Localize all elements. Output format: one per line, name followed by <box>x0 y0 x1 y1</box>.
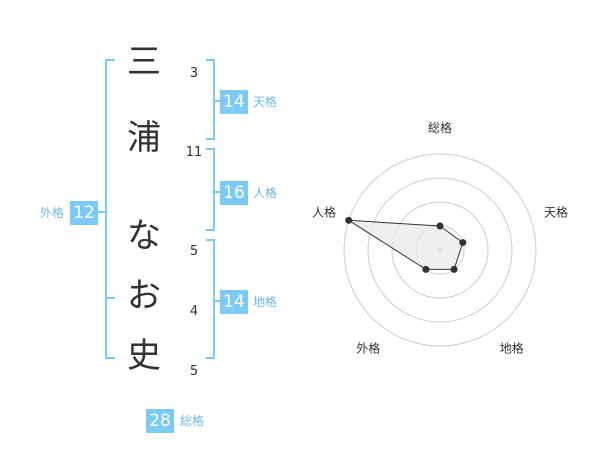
stroke-count-5: 5 <box>189 364 199 379</box>
soukaku-value-badge: 28 <box>146 409 174 433</box>
name-char-3: な <box>127 216 161 256</box>
soukaku-label: 総格 <box>180 414 205 428</box>
radar-point-4 <box>422 265 430 273</box>
radar-point-1 <box>436 222 444 230</box>
jinkaku-label: 人格 <box>253 186 278 200</box>
tenkaku-value-badge: 14 <box>220 90 248 114</box>
chikaku-value-badge: 14 <box>220 290 248 314</box>
gaikaku-value-badge: 12 <box>70 201 98 225</box>
radar-ring <box>367 177 513 323</box>
radar-axis-label-2: 天格 <box>544 204 568 219</box>
radar-point-2 <box>459 239 467 247</box>
name-char-4: お <box>127 276 161 316</box>
name-char-2: 浦 <box>127 118 161 158</box>
radar-point-5 <box>345 216 353 224</box>
radar-ring <box>343 153 537 347</box>
name-char-1: 三 <box>127 42 161 82</box>
stroke-count-2: 11 <box>185 145 203 160</box>
stroke-count-3: 5 <box>189 244 199 259</box>
radar-axis-label-4: 外格 <box>356 341 380 356</box>
name-char-5: 史 <box>127 336 161 376</box>
stroke-count-1: 3 <box>189 66 199 81</box>
radar-ring <box>391 201 489 299</box>
stroke-count-4: 4 <box>189 304 199 319</box>
tenkaku-label: 天格 <box>253 95 278 109</box>
tenkaku-bracket <box>206 59 215 140</box>
radar-point-3 <box>450 265 458 273</box>
gaikaku-label: 外格 <box>40 206 65 220</box>
gaikaku-bracket <box>105 59 115 359</box>
radar-axis-label-3: 地格 <box>500 341 524 356</box>
jinkaku-value-badge: 16 <box>220 181 248 205</box>
radar-axis-label-5: 人格 <box>312 204 336 219</box>
radar-axis-label-1: 総格 <box>428 120 452 135</box>
radar-area <box>348 219 464 270</box>
chikaku-bracket <box>206 239 215 359</box>
chikaku-label: 地格 <box>253 295 278 309</box>
jinkaku-bracket <box>206 148 215 231</box>
